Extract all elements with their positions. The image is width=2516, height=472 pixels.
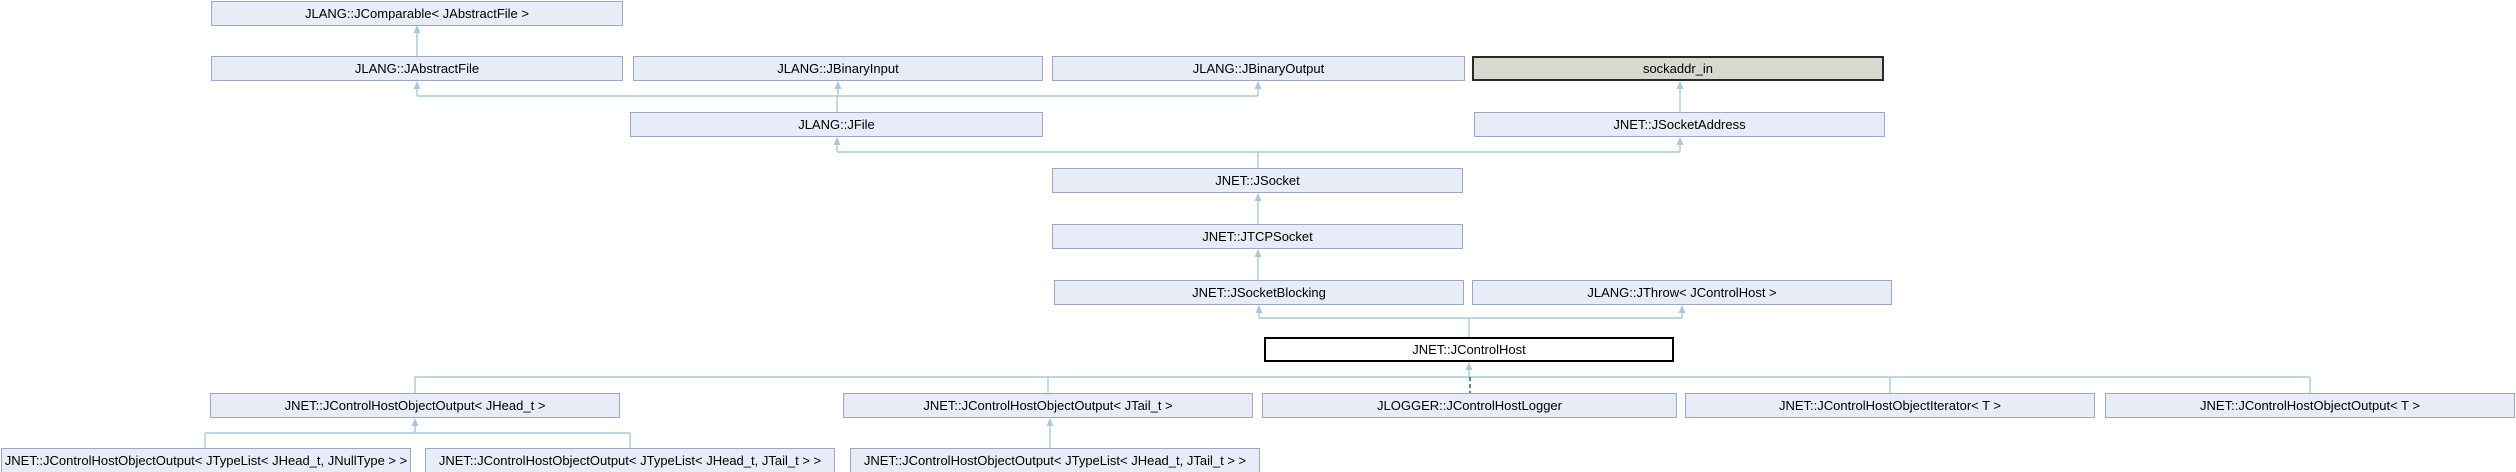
node-oo-typelist-jnulltype[interactable]: JNET::JControlHostObjectOutput< JTypeLis…: [1, 448, 411, 472]
node-jlang-jabstractfile[interactable]: JLANG::JAbstractFile: [211, 56, 623, 81]
node-oo-typelist-jtail-1[interactable]: JNET::JControlHostObjectOutput< JTypeLis…: [425, 448, 835, 472]
node-jlang-jbinaryinput[interactable]: JLANG::JBinaryInput: [633, 56, 1043, 81]
node-oo-jtail[interactable]: JNET::JControlHostObjectOutput< JTail_t …: [843, 393, 1253, 418]
edge-jcontrolhost-parents: [1255, 305, 1686, 337]
node-jnet-jsocketblocking[interactable]: JNET::JSocketBlocking: [1054, 280, 1464, 305]
edge-children-oo-jhead: [204, 418, 631, 448]
node-oo-iterator-t[interactable]: JNET::JControlHostObjectIterator< T >: [1685, 393, 2095, 418]
node-oo-jhead[interactable]: JNET::JControlHostObjectOutput< JHead_t …: [210, 393, 620, 418]
node-oo-typelist-jtail-2[interactable]: JNET::JControlHostObjectOutput< JTypeLis…: [850, 448, 1260, 472]
edge-jtcpsocket-jsocket: [1254, 193, 1262, 224]
node-sockaddr-in: sockaddr_in: [1472, 56, 1884, 81]
node-jnet-jtcpsocket[interactable]: JNET::JTCPSocket: [1052, 224, 1463, 249]
node-jlang-jcomparable[interactable]: JLANG::JComparable< JAbstractFile >: [211, 1, 623, 26]
node-jnet-jcontrolhost: JNET::JControlHost: [1264, 337, 1674, 362]
edge-jfile-parents: [413, 81, 1262, 112]
edge-jabstractfile-jcomparable: [413, 25, 421, 56]
edge-children-jcontrolhost: [414, 362, 2311, 393]
node-jnet-jsocket[interactable]: JNET::JSocket: [1052, 168, 1463, 193]
edge-jsocketaddress-sockaddr: [1676, 81, 1684, 112]
node-jlang-jbinaryoutput[interactable]: JLANG::JBinaryOutput: [1052, 56, 1465, 81]
node-jlang-jfile[interactable]: JLANG::JFile: [630, 112, 1043, 137]
node-oo-t[interactable]: JNET::JControlHostObjectOutput< T >: [2105, 393, 2515, 418]
edge-jsocket-parents: [833, 137, 1684, 168]
edge-jsocketblocking-jtcpsocket: [1254, 249, 1262, 280]
edge-child-oo-jtail: [1046, 418, 1054, 448]
node-jlogger-controlhostlogger[interactable]: JLOGGER::JControlHostLogger: [1262, 393, 1677, 418]
node-jlang-jthrow[interactable]: JLANG::JThrow< JControlHost >: [1472, 280, 1892, 305]
node-jnet-jsocketaddress[interactable]: JNET::JSocketAddress: [1474, 112, 1885, 137]
